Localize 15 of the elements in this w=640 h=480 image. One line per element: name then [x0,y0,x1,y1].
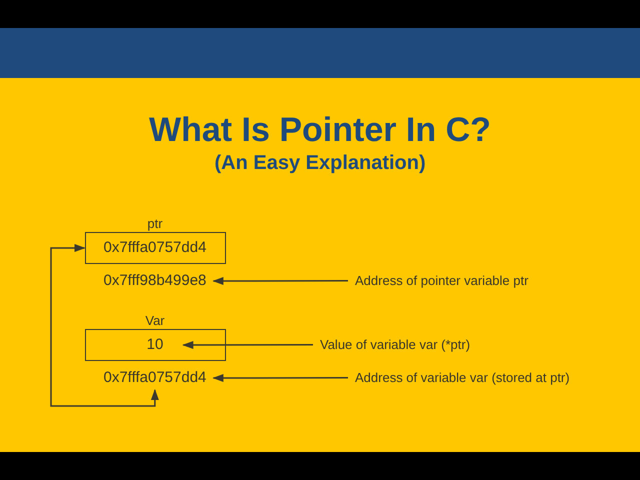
arrow [212,374,348,382]
memory-address: 0x7fff98b499e8 [104,272,206,290]
memory-address: 0x7fffa0757dd4 [104,369,206,387]
variable-name: Var [145,313,165,329]
pointer-arrow [50,244,159,407]
subtitle: (An Easy Explanation) [214,151,426,175]
annotation-text: Address of variable var (stored at ptr) [355,370,570,386]
arrow [182,340,313,349]
annotation-text: Address of pointer variable ptr [355,273,528,289]
title: What Is Pointer In C? [149,110,491,150]
stored-value: 0x7fffa0757dd4 [104,239,206,257]
variable-name: ptr [147,216,163,232]
arrow [212,276,348,285]
stored-value: 10 [146,336,164,354]
annotation-text: Value of variable var (*ptr) [320,337,470,353]
